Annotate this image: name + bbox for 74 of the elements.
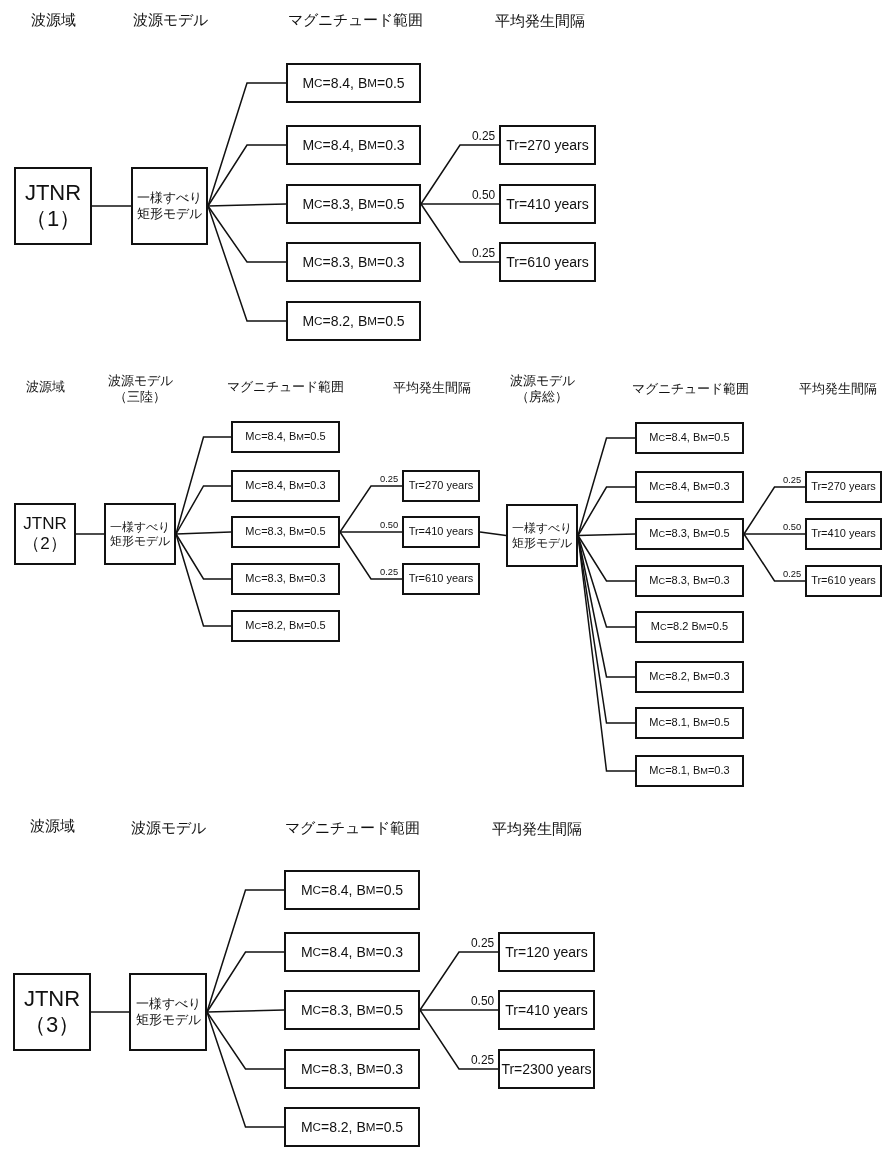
edge-label: 0.50 bbox=[379, 521, 400, 531]
column-heading: 波源モデル bbox=[132, 10, 208, 30]
connector-line bbox=[206, 951, 285, 1013]
connector-line bbox=[577, 534, 636, 582]
region-box: JTNR （1） bbox=[14, 167, 92, 245]
connector-line bbox=[577, 533, 636, 537]
edge-label: 0.25 bbox=[379, 568, 400, 578]
connector-line bbox=[339, 531, 403, 533]
column-heading: マグニチュード範囲 bbox=[287, 10, 423, 30]
connector-line bbox=[175, 531, 232, 535]
connector-line bbox=[743, 486, 806, 535]
interval-box: Tr=120 years bbox=[498, 932, 595, 972]
connector-line bbox=[175, 533, 232, 580]
connector-line bbox=[419, 1009, 499, 1070]
connector-line bbox=[577, 486, 636, 537]
interval-box: Tr=410 years bbox=[498, 990, 595, 1030]
interval-box: Tr=610 years bbox=[402, 563, 480, 595]
connector-line bbox=[743, 533, 806, 582]
edge-label: 0.25 bbox=[470, 938, 496, 950]
region-box: JTNR （3） bbox=[13, 973, 91, 1051]
column-heading: マグニチュード範囲 bbox=[226, 378, 344, 396]
connector-line bbox=[90, 1011, 130, 1013]
column-heading: 波源モデル bbox=[130, 818, 206, 838]
column-heading: 平均発生間隔 bbox=[492, 819, 582, 839]
interval-box: Tr=410 years bbox=[805, 518, 882, 550]
model-box: 一様すべり矩形モデル bbox=[104, 503, 176, 565]
connector-line bbox=[75, 533, 105, 535]
connector-line bbox=[206, 1009, 285, 1013]
connector-line bbox=[91, 205, 132, 207]
edge-label: 0.25 bbox=[782, 476, 803, 486]
column-heading: 平均発生間隔 bbox=[393, 379, 471, 397]
edge-label: 0.50 bbox=[471, 190, 497, 202]
column-heading: マグニチュード範囲 bbox=[631, 380, 749, 398]
connector-line bbox=[207, 203, 287, 207]
connector-line bbox=[419, 951, 499, 1011]
interval-box: Tr=610 years bbox=[805, 565, 882, 597]
interval-box: Tr=270 years bbox=[402, 470, 480, 502]
interval-box: Tr=270 years bbox=[499, 125, 596, 165]
connector-line bbox=[339, 531, 403, 580]
edge-label: 0.50 bbox=[782, 523, 803, 533]
connector-line bbox=[420, 144, 500, 205]
connector-line bbox=[479, 531, 507, 537]
connector-line bbox=[206, 1011, 285, 1070]
edge-label: 0.25 bbox=[471, 131, 497, 143]
model-box: 一様すべり矩形モデル bbox=[131, 167, 208, 245]
interval-box: Tr=610 years bbox=[499, 242, 596, 282]
connector-line bbox=[420, 203, 500, 205]
connector-line bbox=[339, 485, 403, 533]
connector-line bbox=[420, 203, 500, 263]
edge-label: 0.25 bbox=[379, 475, 400, 485]
column-heading: 平均発生間隔 bbox=[495, 11, 585, 31]
connector-line bbox=[419, 1009, 499, 1011]
edge-label: 0.25 bbox=[782, 570, 803, 580]
interval-box: Tr=410 years bbox=[402, 516, 480, 548]
connector-line bbox=[207, 205, 287, 263]
edge-label: 0.25 bbox=[470, 1055, 496, 1067]
column-heading: 平均発生間隔 bbox=[799, 380, 877, 398]
column-heading: マグニチュード範囲 bbox=[284, 818, 420, 838]
interval-box: Tr=270 years bbox=[805, 471, 882, 503]
column-heading: 波源モデル（房総） bbox=[508, 372, 576, 406]
model-box: 一様すべり矩形モデル bbox=[506, 504, 578, 567]
model-box: 一様すべり矩形モデル bbox=[129, 973, 207, 1051]
column-heading: 波源域 bbox=[30, 10, 76, 30]
column-heading: 波源モデル（三陸） bbox=[106, 372, 174, 406]
interval-box: Tr=410 years bbox=[499, 184, 596, 224]
column-heading: 波源域 bbox=[25, 378, 65, 396]
connector-line bbox=[175, 485, 232, 535]
edge-label: 0.50 bbox=[470, 996, 496, 1008]
region-box: JTNR （2） bbox=[14, 503, 76, 565]
edge-label: 0.25 bbox=[471, 248, 497, 260]
interval-box: Tr=2300 years bbox=[498, 1049, 595, 1089]
connector-line bbox=[743, 533, 806, 535]
column-heading: 波源域 bbox=[29, 816, 75, 836]
connector-line bbox=[207, 144, 287, 207]
